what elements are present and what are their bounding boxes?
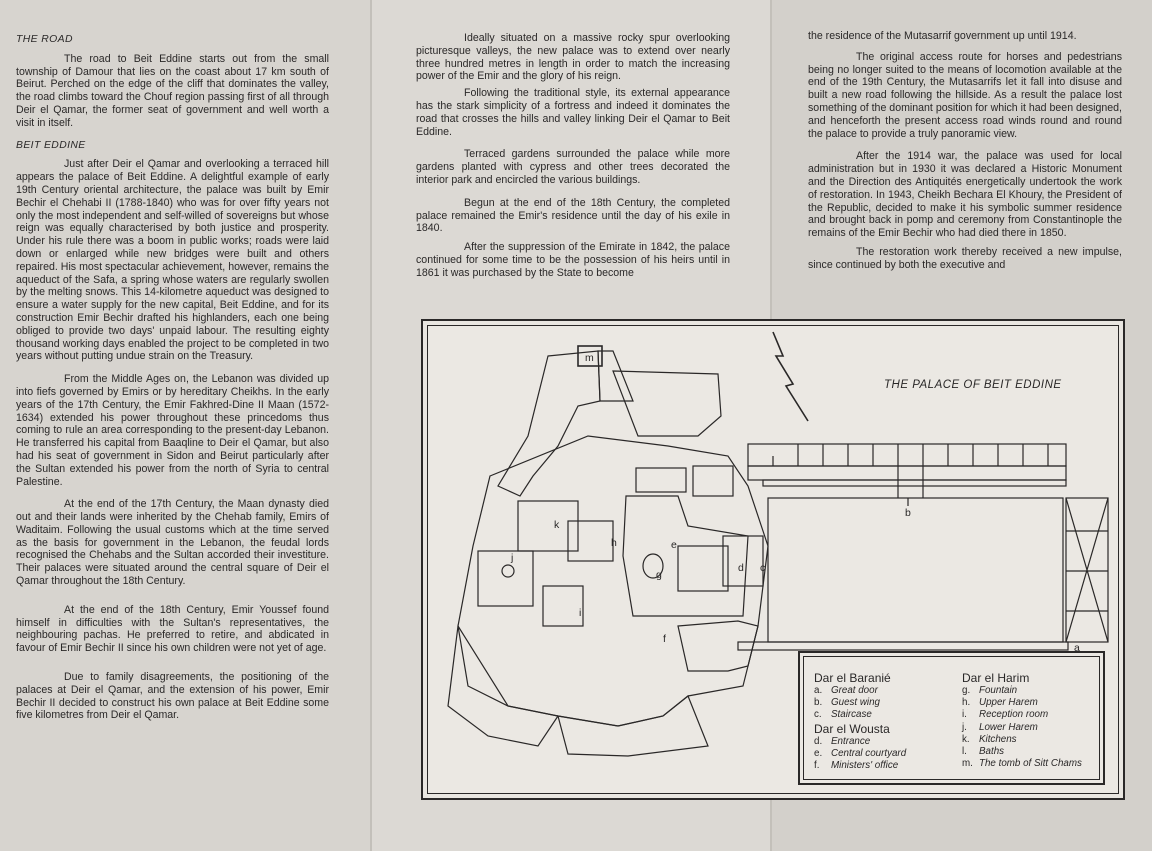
paragraph: From the Middle Ages on, the Lebanon was… [16, 373, 329, 488]
brochure-panel-left [0, 0, 370, 851]
legend-item: f.Ministers' office [814, 760, 899, 772]
section-heading-road: THE ROAD [16, 34, 73, 45]
legend-heading: Dar el Baranié [814, 671, 891, 685]
plan-label-h: h [611, 537, 617, 549]
text-column-3: the residence of the Mutasarrif governme… [808, 30, 1122, 282]
legend-group-baranie: Dar el Baranié a.Great door b.Guest wing… [814, 671, 906, 772]
plan-label-d: d [738, 562, 744, 574]
paragraph: At the end of the 18th Century, Emir You… [16, 603, 329, 655]
plan-label-i: i [579, 607, 582, 619]
paragraph: Ideally situated on a massive rocky spur… [416, 32, 730, 83]
plan-label-a: a [1074, 642, 1080, 654]
palace-plan: THE PALACE OF BEIT EDDINE a b c d e f g … [427, 325, 1119, 794]
paragraph: Due to family disagreements, the positio… [16, 671, 329, 722]
legend-item: l.Baths [962, 746, 1005, 758]
legend-item: k.Kitchens [962, 733, 1017, 745]
legend-item: d.Entrance [814, 735, 871, 747]
paragraph: Begun at the end of the 18th Century, th… [416, 196, 730, 235]
legend-group-harim: Dar el Harim g.Fountain h.Upper Harem i.… [962, 671, 1082, 770]
legend-item: a.Great door [814, 685, 878, 696]
plan-label-m: m [585, 352, 594, 364]
plan-label-j: j [511, 552, 514, 564]
text-column-1: THE ROAD The road to Beit Eddine starts … [16, 34, 329, 732]
legend-item: i.Reception room [962, 709, 1049, 721]
paragraph: The road to Beit Eddine starts out from … [16, 52, 329, 129]
paragraph: The restoration work thereby received a … [808, 245, 1122, 271]
text-column-2: Ideally situated on a massive rocky spur… [416, 32, 730, 290]
plan-label-g: g [656, 569, 662, 581]
paragraph: Just after Deir el Qamar and overlooking… [16, 158, 329, 363]
legend-heading: Dar el Wousta [814, 721, 890, 736]
section-heading-beit-eddine: BEIT EDDINE [16, 139, 86, 151]
paragraph: After the suppression of the Emirate in … [416, 241, 730, 279]
plan-legend: Dar el Baranié a.Great door b.Guest wing… [798, 651, 1105, 785]
plan-label-e: e [671, 539, 677, 551]
plan-label-f: f [663, 633, 666, 645]
plan-title: THE PALACE OF BEIT EDDINE [884, 379, 1062, 391]
legend-item: m.The tomb of Sitt Chams [962, 758, 1082, 770]
palace-floor-plan-drawing [447, 331, 1109, 757]
paragraph: The original access route for horses and… [808, 50, 1122, 140]
legend-item: g.Fountain [962, 685, 1018, 696]
palace-plan-frame: THE PALACE OF BEIT EDDINE a b c d e f g … [421, 319, 1125, 800]
legend-item: j.Lower Harem [962, 721, 1038, 733]
paragraph: At the end of the 17th Century, the Maan… [16, 498, 329, 588]
legend-item: e.Central courtyard [814, 747, 907, 759]
legend-item: b.Guest wing [814, 697, 881, 709]
legend-heading: Dar el Harim [962, 671, 1030, 685]
legend-item: c.Staircase [814, 709, 872, 721]
paragraph: After the 1914 war, the palace was used … [808, 150, 1122, 240]
plan-label-k: k [554, 519, 560, 531]
paragraph: Terraced gardens surrounded the palace w… [416, 148, 730, 186]
paragraph: Following the traditional style, its ext… [416, 87, 730, 138]
north-arrow-icon [772, 331, 809, 422]
plan-label-c: c [760, 562, 766, 574]
fold-line [370, 0, 372, 851]
legend-item: h.Upper Harem [962, 697, 1038, 709]
plan-label-b: b [905, 507, 911, 519]
paragraph: the residence of the Mutasarrif governme… [808, 30, 1077, 42]
